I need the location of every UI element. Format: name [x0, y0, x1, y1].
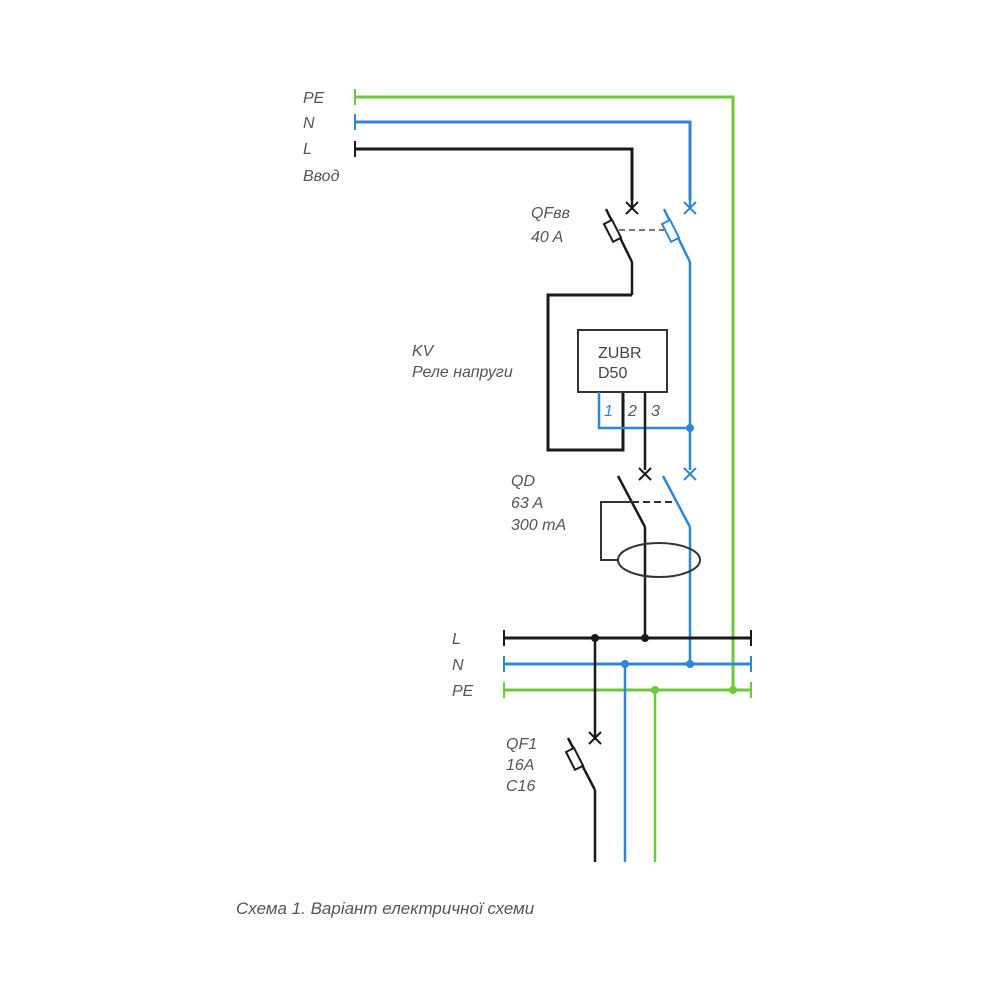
- busbar-pe: [503, 682, 752, 698]
- input-title: Ввод: [303, 168, 340, 185]
- figure-caption: Схема 1. Варіант електричної схеми: [236, 899, 535, 918]
- busbar-l-label: L: [452, 631, 461, 648]
- relay-name: KV: [412, 343, 435, 360]
- rcd-symbol: [600, 467, 701, 664]
- branch-breaker-symbol: [564, 638, 657, 862]
- relay-terminal-2: 2: [627, 403, 637, 420]
- relay-terminal-3: 3: [651, 403, 660, 420]
- main-breaker-symbol: [602, 200, 697, 470]
- main-breaker-rating: 40 A: [531, 229, 563, 246]
- input-pe-label: PE: [303, 90, 325, 107]
- busbar-n-label: N: [452, 657, 464, 674]
- rcd-rating: 63 A: [511, 495, 543, 512]
- relay-description: Реле напруги: [412, 364, 513, 381]
- input-l-label: L: [303, 141, 312, 158]
- rcd-leakage: 300 mA: [511, 517, 566, 534]
- branch-breaker-name: QF1: [506, 736, 537, 753]
- busbar-pe-label: PE: [452, 683, 474, 700]
- input-n-line: [354, 114, 692, 200]
- input-n-label: N: [303, 115, 315, 132]
- relay-model-line1: ZUBR: [598, 345, 642, 362]
- relay-n-junction: [686, 424, 694, 432]
- busbar-n-junction-rcd: [686, 660, 694, 668]
- relay-terminal-1: 1: [604, 403, 613, 420]
- relay-model-line2: D50: [598, 365, 627, 382]
- relay-box: [577, 329, 668, 393]
- rcd-name: QD: [511, 473, 535, 490]
- busbar-l-junction-rcd: [641, 634, 649, 642]
- relay-terminal-wires: [597, 392, 690, 470]
- input-pe-line: [354, 89, 735, 690]
- relay-supply-wire: [546, 293, 632, 452]
- busbar-pe-junction-in: [729, 686, 737, 694]
- main-breaker-name: QFвв: [531, 205, 570, 222]
- busbar-l: [503, 630, 752, 646]
- branch-breaker-rating: 16A: [506, 757, 534, 774]
- input-l-line: [354, 141, 634, 200]
- branch-breaker-curve: C16: [506, 778, 535, 795]
